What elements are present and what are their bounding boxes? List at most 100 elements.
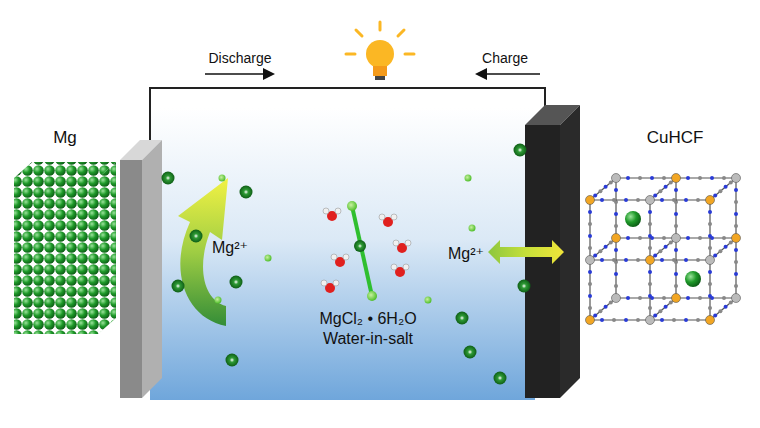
cn-atom [588, 222, 592, 226]
cn-atom [588, 282, 592, 286]
cn-atom [724, 305, 728, 309]
cn-atom [729, 180, 733, 184]
cn-atom [658, 249, 662, 253]
bond [590, 259, 650, 260]
cn-atom [588, 270, 592, 274]
bond [710, 298, 736, 320]
cn-atom [650, 176, 654, 180]
cn-atom [724, 245, 728, 249]
bond [676, 297, 736, 298]
cn-atom [672, 198, 676, 202]
mg-ion [685, 271, 701, 287]
cn-atom [614, 212, 618, 216]
cu-atom [732, 234, 741, 243]
cn-atom [722, 236, 726, 240]
mg-ion [494, 372, 507, 385]
cn-atom [604, 245, 608, 249]
cn-atom [598, 309, 602, 313]
cn-atom [696, 198, 700, 202]
cn-atom [674, 224, 678, 228]
cn-atom [713, 254, 717, 258]
hydrogen-atom [333, 280, 339, 286]
cn-atom [708, 246, 712, 250]
fe-atom [706, 256, 715, 265]
cn-atom [734, 260, 738, 264]
hydrogen-atom [393, 240, 399, 246]
cn-atom [684, 318, 688, 322]
cn-atom [609, 300, 613, 304]
cn-atom [708, 294, 712, 298]
cn-atom [734, 224, 738, 228]
cn-atom [593, 314, 597, 318]
bond [650, 319, 710, 320]
fe-atom [646, 196, 655, 205]
bond [675, 238, 676, 298]
bond [709, 260, 710, 320]
cn-atom [734, 284, 738, 288]
cn-atom [718, 189, 722, 193]
cn-atom [614, 224, 618, 228]
electrolyte-label: Water-in-salt [323, 330, 413, 348]
cn-atom [614, 272, 618, 276]
bond [710, 178, 736, 200]
cn-atom [669, 240, 673, 244]
mg-electrode: Mg [14, 128, 116, 148]
mg-ion [518, 280, 531, 293]
cn-atom [722, 296, 726, 300]
hydrogen-atom [323, 208, 329, 214]
cn-atom [664, 245, 668, 249]
cn-atom [658, 189, 662, 193]
cn-atom [684, 198, 688, 202]
cn-atom [612, 198, 616, 202]
fe-atom [612, 174, 621, 183]
hydrogen-atom [343, 254, 349, 260]
cn-atom [612, 258, 616, 262]
cuhcf-cathode: CuHCF [600, 128, 750, 148]
hydrogen-atom [335, 208, 341, 214]
cl-ion [425, 297, 432, 304]
cn-atom [698, 296, 702, 300]
bond [650, 238, 676, 260]
cn-atom [684, 258, 688, 262]
cn-atom [636, 318, 640, 322]
fe-atom [612, 294, 621, 303]
cn-atom [708, 306, 712, 310]
cn-atom [662, 296, 666, 300]
mg-ion [190, 230, 203, 243]
cu-atom [706, 316, 715, 325]
cn-atom [636, 258, 640, 262]
cn-atom [660, 198, 664, 202]
cu-atom [706, 196, 715, 205]
cn-atom [713, 314, 717, 318]
cn-atom [669, 180, 673, 184]
charge-label: Charge [482, 50, 528, 66]
cn-atom [653, 194, 657, 198]
bond [650, 178, 676, 200]
cn-atom [672, 258, 676, 262]
cl-ion [215, 297, 222, 304]
bond [709, 200, 710, 260]
bond [676, 237, 736, 238]
cn-atom [708, 282, 712, 286]
cn-atom [669, 300, 673, 304]
bond [735, 238, 736, 298]
cn-atom [638, 296, 642, 300]
cn-atom [624, 198, 628, 202]
cn-atom [648, 306, 652, 310]
cn-atom [724, 185, 728, 189]
bond [735, 178, 736, 238]
cn-atom [729, 240, 733, 244]
cn-atom [708, 234, 712, 238]
cn-atom [710, 176, 714, 180]
cn-atom [626, 236, 630, 240]
ion-label: Mg²⁺ [212, 238, 248, 257]
cn-atom [609, 180, 613, 184]
cn-atom [600, 318, 604, 322]
cn-atom [713, 194, 717, 198]
bond [616, 237, 676, 238]
fe-atom [586, 256, 595, 265]
mg-ion [230, 276, 243, 289]
hydrogen-atom [403, 264, 409, 270]
cn-atom [648, 294, 652, 298]
